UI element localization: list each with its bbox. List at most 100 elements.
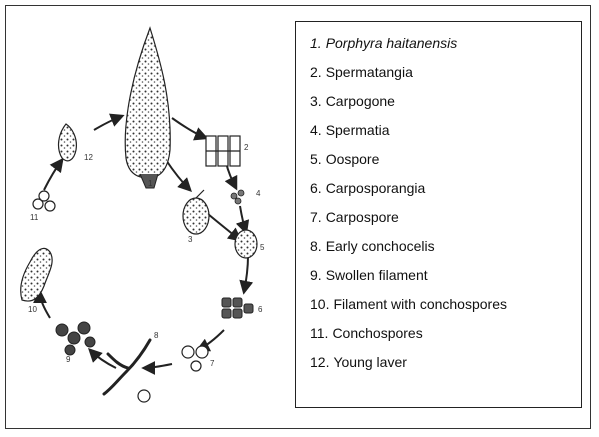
legend-number: 4.: [310, 122, 322, 138]
spermatium: [230, 192, 238, 200]
spermatium: [234, 197, 242, 205]
stage-young-laver: [57, 123, 77, 162]
legend-item-porphyra-haitanensis: 1.Porphyra haitanensis: [310, 35, 457, 51]
stage-carposporangia: [221, 297, 254, 319]
legend-item-young-laver: 12.Young laver: [310, 354, 407, 370]
legend-number: 10.: [310, 296, 330, 312]
legend-item-spermatia: 4.Spermatia: [310, 122, 390, 138]
conchospore: [38, 190, 50, 202]
legend-item-early-conchocelis: 8.Early conchocelis: [310, 238, 435, 254]
legend-item-carposporangia: 6.Carposporangia: [310, 180, 425, 196]
stage-label-7: 7: [210, 359, 215, 368]
arrow-young-laver-to-thallus: [93, 113, 125, 131]
carposporangia-cell: [221, 308, 232, 319]
young-laver-blade: [57, 123, 77, 162]
stage-label-11: 11: [30, 213, 39, 222]
stage-label-4: 4: [256, 189, 261, 198]
spermatium: [237, 189, 245, 197]
legend-text: Filament with conchospores: [333, 296, 507, 312]
carposporangia-cell: [232, 297, 243, 308]
stage-label-1: 1: [148, 179, 153, 188]
arrow-spermatia-to-oospore: [235, 205, 250, 235]
legend-text: Spermatangia: [325, 64, 413, 80]
stage-label-2: 2: [244, 143, 249, 152]
stage-thallus: [124, 26, 171, 189]
legend-text: Carpogone: [325, 93, 395, 109]
legend-text: Carpospore: [325, 209, 399, 225]
conchocelis-branch: [106, 352, 130, 370]
stage-label-12: 12: [84, 153, 93, 162]
stage-carpogone: [182, 189, 210, 235]
legend-text: Early conchocelis: [325, 238, 435, 254]
stage-conchospores: [32, 190, 56, 212]
legend-number: 9.: [310, 267, 322, 283]
swollen-cell: [55, 323, 69, 337]
legend-text: Swollen filament: [325, 267, 428, 283]
arrow-thallus-to-spermatangia: [171, 117, 209, 141]
thallus-blade: [124, 26, 171, 179]
legend-item-filament-with-conchospores: 10.Filament with conchospores: [310, 296, 507, 312]
stage-label-9: 9: [66, 355, 71, 364]
legend-item-carpospore: 7.Carpospore: [310, 209, 399, 225]
stage-labels: 1 2 3 4 5 6 7 8 9 10 11 12: [28, 143, 265, 368]
arrow-carpospore-to-conchocelis: [141, 360, 173, 375]
legend-text: Carposporangia: [325, 180, 426, 196]
swollen-cell: [64, 344, 76, 356]
legend-number: 8.: [310, 238, 322, 254]
stage-oospore: [234, 229, 258, 259]
legend-number: 6.: [310, 180, 322, 196]
legend-text: Porphyra haitanensis: [325, 35, 458, 51]
legend-item-oospore: 5.Oospore: [310, 151, 379, 167]
stage-label-6: 6: [258, 305, 263, 314]
stage-spermatia: [230, 189, 245, 205]
arrow-conchospores-to-young-laver: [43, 157, 64, 191]
carposporangia-cell: [232, 308, 243, 319]
stage-label-5: 5: [260, 243, 265, 252]
stage-carpospore: [181, 345, 209, 372]
stage-spermatangia: [205, 135, 241, 167]
legend-text: Conchospores: [332, 325, 423, 341]
legend-box: 1.Porphyra haitanensis 2.Spermatangia 3.…: [295, 21, 582, 408]
legend-number: 12.: [310, 354, 330, 370]
legend-text: Oospore: [325, 151, 380, 167]
oospore-cell: [234, 229, 258, 259]
legend-text: Young laver: [333, 354, 407, 370]
legend-number: 1.: [310, 35, 322, 51]
conchocelis-cell: [137, 389, 151, 403]
carpogone-cell: [182, 197, 210, 235]
stage-swollen-filament: [55, 321, 96, 356]
legend-item-carpogone: 3.Carpogone: [310, 93, 395, 109]
carposporangia-cell: [243, 303, 254, 314]
arrow-filament-to-conchospores: [33, 289, 51, 319]
stage-label-3: 3: [188, 235, 193, 244]
legend-number: 7.: [310, 209, 322, 225]
carpospore: [195, 345, 209, 359]
arrow-carpogone-to-oospore: [207, 213, 243, 242]
conchospore: [32, 198, 44, 210]
figure-frame: [5, 5, 591, 429]
legend-text: Spermatia: [325, 122, 390, 138]
conchospore-filament: [20, 247, 53, 302]
carpospore: [190, 360, 202, 372]
swollen-cell: [84, 336, 96, 348]
stage-label-10: 10: [28, 305, 37, 314]
conchospore: [44, 200, 56, 212]
legend-item-conchospores: 11.Conchospores: [310, 325, 423, 341]
legend-number: 2.: [310, 64, 322, 80]
thallus-holdfast: [139, 173, 159, 189]
arrow-oospore-to-carposporangia: [239, 255, 254, 295]
arrow-thallus-to-carpogone: [165, 159, 192, 192]
carpospore: [181, 345, 195, 359]
swollen-cell: [77, 321, 91, 335]
swollen-cell: [67, 331, 81, 345]
conchocelis-filament: [102, 338, 152, 396]
carposporangia-cell: [221, 297, 232, 308]
arrow-conchocelis-to-filament: [88, 348, 117, 369]
stage-label-8: 8: [154, 331, 159, 340]
legend-item-spermatangia: 2.Spermatangia: [310, 64, 413, 80]
stage-filament-with-conchospores: [20, 247, 53, 302]
legend-number: 11.: [310, 325, 329, 341]
legend-number: 5.: [310, 151, 322, 167]
carpogone-trichogyne: [195, 189, 205, 199]
